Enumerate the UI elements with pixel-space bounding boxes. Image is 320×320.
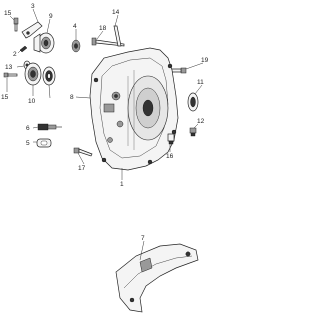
transmission-housing-1 [89,47,179,171]
cover-plate-7 [115,243,199,313]
callout-15-top: 15 [4,10,12,17]
callout-18: 18 [99,25,107,32]
shim-4 [71,39,81,53]
callout-13: 13 [5,64,13,71]
callout-19: 19 [201,57,209,64]
bolt-17 [73,147,93,157]
callout-labels: 15 3 9 2 13 4 18 14 8 19 11 15 10 5 6 12… [1,3,209,242]
callout-14: 14 [112,9,120,16]
bearing-10 [24,62,42,86]
callout-2: 2 [13,51,17,58]
callout-1: 1 [120,181,124,188]
callout-4: 4 [73,23,77,30]
callout-5: 5 [26,140,30,147]
callout-7: 7 [141,235,145,242]
plug-12 [189,127,197,137]
leader-lines [6,8,204,261]
callout-12: 12 [197,118,205,125]
transmission-housing-parts-diagram: 15 3 9 2 13 4 18 14 8 19 11 15 10 5 6 12… [1,3,209,313]
bolt-18 [91,37,125,47]
sensor-6 [37,123,62,131]
pin-14 [113,25,122,47]
seal-11 [187,92,199,112]
callout-11: 11 [197,79,204,86]
callout-3: 3 [31,3,35,10]
bearing-11 [42,66,56,86]
callout-10: 10 [28,98,36,105]
gasket-5 [36,138,52,148]
callout-8: 8 [70,94,74,101]
bolt-15-top [13,17,19,32]
callout-16: 16 [166,153,174,160]
bolt-15-side [3,72,18,78]
plug-16 [167,133,175,145]
callout-9: 9 [49,13,53,20]
clip-2 [19,45,28,53]
bracket-3 [21,21,43,39]
bearing-holder-9 [33,32,55,54]
callout-15-side: 15 [1,94,9,101]
callout-6: 6 [26,125,30,132]
callout-17: 17 [78,165,86,172]
